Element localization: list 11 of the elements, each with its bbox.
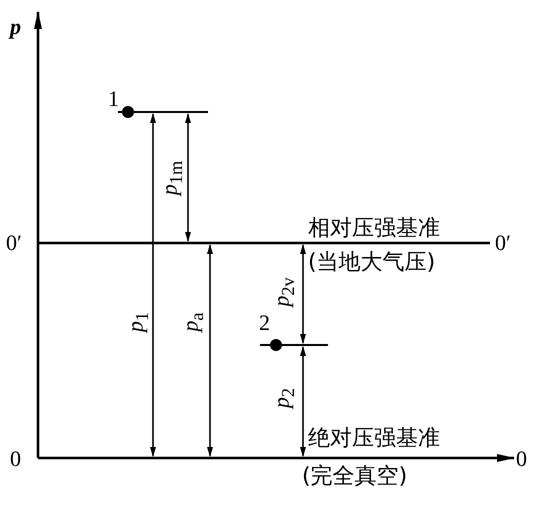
datum-label: (完全真空) — [302, 466, 408, 488]
datum-label: 相对压强基准 — [308, 218, 440, 240]
datum-label: 0 — [516, 448, 527, 470]
datum-label: 绝对压强基准 — [308, 428, 440, 450]
axis-label: p — [10, 16, 21, 38]
datum-label: 0′ — [495, 232, 511, 254]
datum-label: 0′ — [6, 232, 22, 254]
datum-label: (当地大气压) — [308, 252, 436, 274]
point-label: 1 — [108, 88, 119, 110]
datum-label: 0 — [10, 448, 21, 470]
point-label: 2 — [259, 312, 270, 334]
